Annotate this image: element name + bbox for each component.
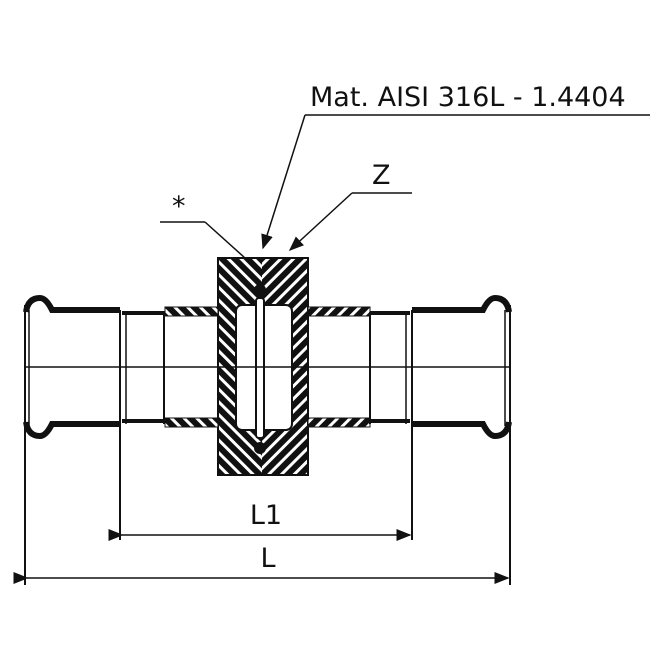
right-press-end [369, 294, 512, 585]
gasket [255, 297, 265, 439]
material-label: Mat. AISI 316L - 1.4404 [310, 82, 626, 113]
union-nut-body [217, 257, 309, 476]
z-leader [288, 192, 412, 252]
z-label: Z [372, 160, 391, 191]
seal-marker: * [172, 191, 186, 222]
dim-l-label: L [260, 543, 275, 574]
dim-l1-label: L1 [250, 500, 282, 531]
seal-leader [160, 221, 246, 259]
material-leader [261, 114, 650, 250]
left-press-end [23, 294, 165, 585]
